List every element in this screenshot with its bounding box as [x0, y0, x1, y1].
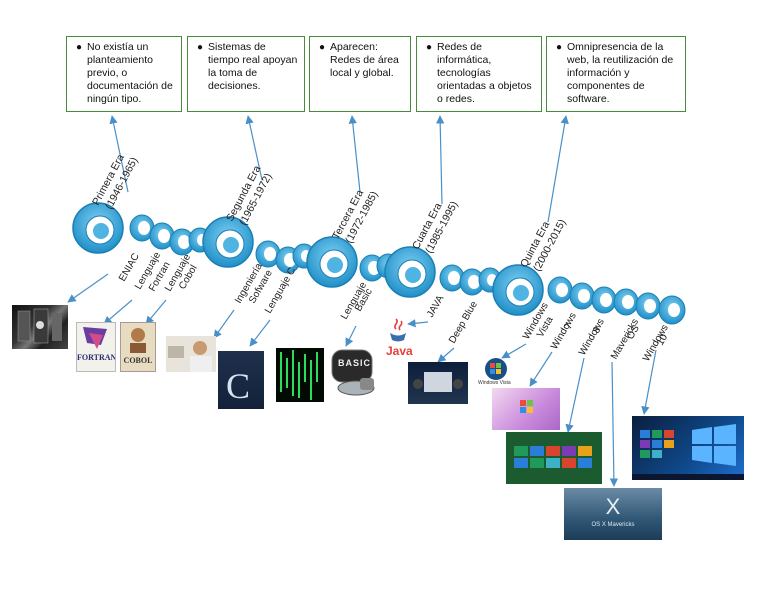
arrow — [407, 319, 429, 328]
cobol-figure-icon — [130, 328, 146, 353]
era-box-4: ● Redes de informática, tecnologías orie… — [416, 36, 542, 112]
engineer-photo — [166, 336, 216, 372]
small-ring — [547, 276, 573, 304]
windows-7-screen — [492, 388, 560, 430]
java-logo: Java — [384, 316, 414, 360]
arrow — [547, 115, 569, 223]
bullet-icon: ● — [425, 42, 433, 53]
item-label: JAVA — [425, 293, 446, 319]
osx-logo-letter: X — [605, 494, 621, 519]
era-box-1: ● No existía un planteamiento previo, o … — [66, 36, 182, 112]
eniac-machine-icon — [17, 308, 62, 344]
arrow — [109, 115, 129, 193]
vista-orb-icon — [485, 358, 507, 380]
era-box-3: ● Aparecen: Redes de área local y global… — [309, 36, 411, 112]
small-ring — [129, 214, 155, 242]
arrow — [345, 325, 357, 347]
vista-label: Windows Vista — [478, 380, 511, 386]
era-box-text: Aparecen: Redes de área local y global. — [330, 41, 399, 79]
small-ring — [169, 228, 195, 256]
item-label: Windows — [549, 311, 579, 352]
bullet-icon: ● — [75, 42, 83, 53]
arrow — [529, 351, 553, 387]
item-label: 10 — [655, 332, 670, 348]
win7-flag-icon — [520, 400, 533, 413]
arrow — [501, 343, 527, 359]
arrow — [435, 115, 445, 205]
item-label: 8 — [591, 325, 604, 336]
small-ring — [613, 288, 639, 316]
era-box-text: Omnipresencia de la web, la reutilizació… — [567, 41, 674, 105]
win8-tiles-icon — [514, 446, 592, 468]
era-ring-3 — [306, 236, 358, 288]
windows-8-screen — [506, 432, 602, 484]
small-ring — [635, 292, 661, 320]
arrow — [245, 115, 263, 181]
osx-caption: OS X Mavericks — [591, 522, 635, 528]
era-box-5: ● Omnipresencia de la web, la reutilizac… — [546, 36, 686, 112]
os-x-mavericks-screen: X OS X Mavericks — [564, 488, 662, 540]
arrow — [67, 273, 109, 303]
small-ring — [439, 264, 465, 292]
code-screen — [276, 348, 324, 402]
basic-label: BASIC — [338, 358, 372, 368]
era-box-2: ● Sistemas de tiempo real apoyan la toma… — [187, 36, 305, 112]
basic-icon: BASIC — [330, 348, 378, 396]
cobol-cover: COBOL — [120, 322, 156, 372]
era-ring-2 — [202, 216, 254, 268]
era-ring-4 — [384, 246, 436, 298]
bullet-icon: ● — [196, 42, 204, 53]
fortran-title: FORTRAN — [77, 353, 116, 362]
c-language-book: C — [218, 351, 264, 409]
era-box-text: Redes de informática, tecnologías orient… — [437, 41, 532, 105]
engineer-person-icon — [168, 341, 212, 372]
fortran-logo-icon — [83, 327, 107, 349]
arrow — [437, 347, 455, 363]
arrow — [249, 319, 271, 347]
windows-10-screen — [632, 416, 744, 480]
item-label: Mavericks — [609, 317, 641, 361]
java-label: Java — [386, 344, 413, 358]
arrow — [103, 299, 133, 325]
timeline-chain — [72, 202, 686, 325]
basic-bubble-icon — [331, 349, 375, 396]
bullet-icon: ● — [318, 42, 326, 53]
era-ring-1 — [72, 202, 124, 254]
era-box-text: Sistemas de tiempo real apoyan la toma d… — [208, 41, 298, 92]
arrow — [641, 349, 657, 415]
bullet-icon: ● — [555, 42, 563, 53]
chess-board-icon — [413, 372, 463, 392]
item-label: Windows — [577, 317, 607, 358]
era-ring-5 — [492, 264, 544, 316]
small-ring — [591, 286, 617, 314]
small-ring — [459, 268, 485, 296]
small-ring — [149, 222, 175, 250]
deep-blue-photo — [408, 362, 468, 404]
small-ring — [569, 282, 595, 310]
era-box-text: No existía un planteamiento previo, o do… — [87, 41, 173, 105]
item-label: Deep Blue — [447, 299, 480, 345]
java-cup-icon — [390, 318, 406, 342]
c-book-letter: C — [226, 366, 251, 406]
item-label: 7 — [563, 321, 576, 332]
arrow — [565, 357, 585, 433]
arrow — [609, 361, 619, 487]
cobol-title: COBOL — [123, 356, 153, 365]
fortran-cover: FORTRAN — [76, 322, 116, 372]
small-ring — [658, 295, 686, 325]
win10-logo-icon — [632, 424, 744, 480]
arrow — [348, 115, 361, 193]
arrow — [145, 299, 167, 325]
arrow — [213, 309, 235, 339]
code-rain-icon — [280, 350, 318, 400]
windows-vista-logo: Windows Vista — [478, 356, 520, 390]
eniac-photo — [12, 305, 68, 349]
